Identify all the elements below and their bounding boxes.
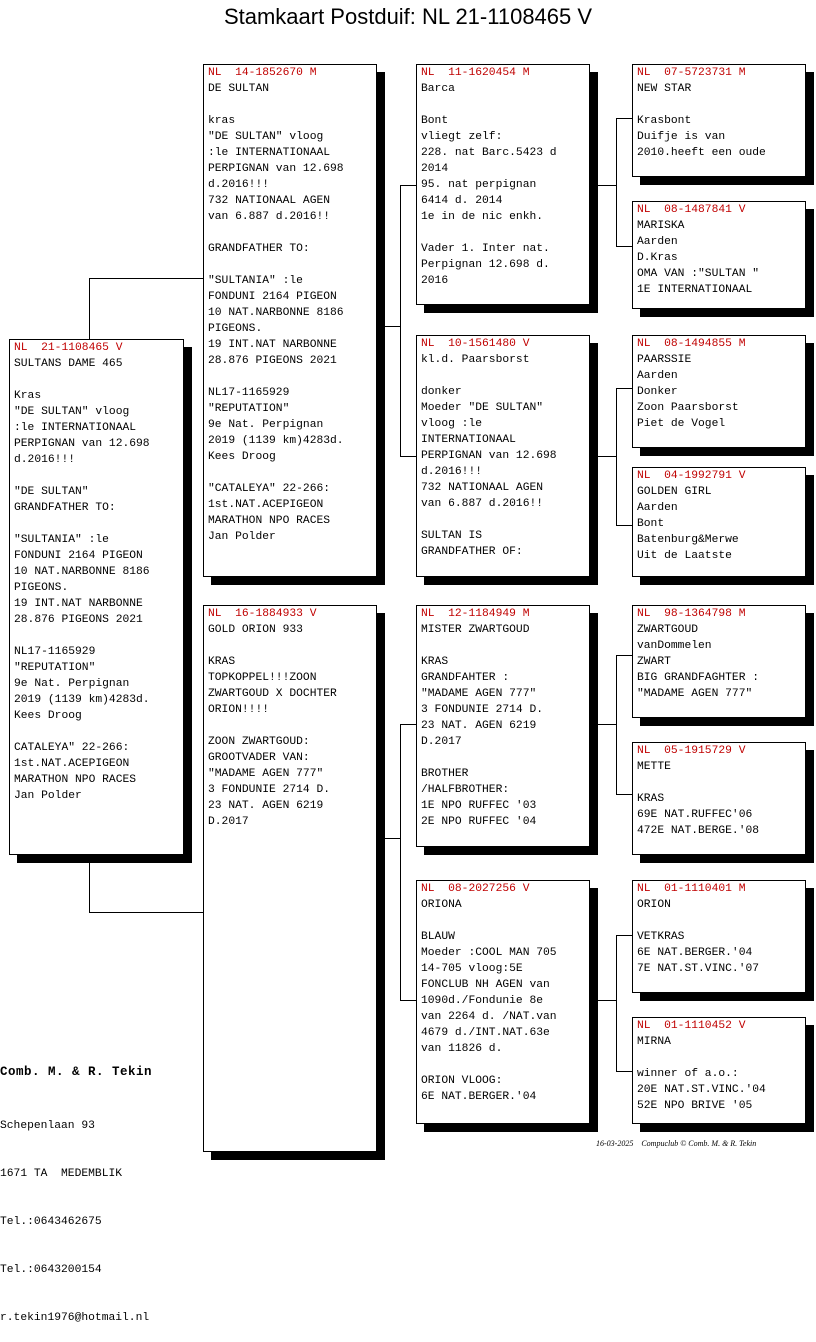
- connector: [400, 185, 417, 186]
- pigeon-notes: Barca Bont vliegt zelf: 228. nat Barc.54…: [421, 83, 557, 287]
- fff-card: NL 07-5723731 M NEW STAR Krasbont Duifje…: [632, 64, 806, 177]
- pigeon-notes: NEW STAR Krasbont Duifje is van 2010.hee…: [637, 83, 766, 159]
- connector: [616, 388, 617, 525]
- connector: [400, 724, 417, 725]
- connector: [616, 525, 633, 526]
- connector: [89, 855, 90, 913]
- footer-credit: 16-03-2025 Compuclub © Comb. M. & R. Tek…: [596, 1139, 757, 1148]
- connector: [616, 118, 617, 246]
- connector: [400, 185, 401, 456]
- owner-phone-2: Tel.:0643200154: [0, 1264, 102, 1276]
- connector: [400, 724, 401, 1000]
- connector: [616, 246, 633, 247]
- pigeon-notes: DE SULTAN kras "DE SULTAN" vloog :le INT…: [208, 83, 344, 543]
- ffm-card: NL 08-1487841 V MARISKA Aarden D.Kras OM…: [632, 201, 806, 309]
- ring-number: NL 01-1110452 V: [637, 1020, 746, 1032]
- pigeon-notes: ORIONA BLAUW Moeder :COOL MAN 705 14-705…: [421, 899, 557, 1103]
- owner-city: 1671 TA MEDEMBLIK: [0, 1168, 123, 1180]
- page-title: Stamkaart Postduif: NL 21-1108465 V: [223, 4, 593, 29]
- ring-number: NL 10-1561480 V: [421, 338, 530, 350]
- connector: [616, 794, 633, 795]
- pigeon-notes: kl.d. Paarsborst donker Moeder "DE SULTA…: [421, 354, 557, 558]
- owner-info: Comb. M. & R. Tekin Schepenlaan 93 1671 …: [0, 1032, 152, 1342]
- pigeon-notes: MARISKA Aarden D.Kras OMA VAN :"SULTAN "…: [637, 220, 760, 296]
- connector: [616, 655, 633, 656]
- pigeon-notes: METTE KRAS 69E NAT.RUFFEC'06 472E NAT.BE…: [637, 761, 760, 837]
- connector: [596, 724, 616, 725]
- mother-card: NL 16-1884933 V GOLD ORION 933 KRAS TOPK…: [203, 605, 377, 1152]
- mother-mother-card: NL 08-2027256 V ORIONA BLAUW Moeder :COO…: [416, 880, 590, 1124]
- subject-pigeon-card: NL 21-1108465 V SULTANS DAME 465 Kras "D…: [9, 339, 184, 855]
- father-card: NL 14-1852670 M DE SULTAN kras "DE SULTA…: [203, 64, 377, 577]
- ring-number: NL 98-1364798 M: [637, 608, 746, 620]
- pigeon-notes: MIRNA winner of a.o.: 20E NAT.ST.VINC.'0…: [637, 1036, 766, 1112]
- connector: [596, 1000, 616, 1001]
- ring-number: NL 05-1915729 V: [637, 745, 746, 757]
- connector: [616, 935, 617, 1071]
- mmf-card: NL 01-1110401 M ORION VETKRAS 6E NAT.BER…: [632, 880, 806, 993]
- ring-number: NL 21-1108465 V: [14, 342, 123, 354]
- connector: [383, 326, 400, 327]
- connector: [400, 456, 417, 457]
- fmf-card: NL 08-1494855 M PAARSSIE Aarden Donker Z…: [632, 335, 806, 448]
- connector: [383, 838, 400, 839]
- owner-email: r.tekin1976@hotmail.nl: [0, 1312, 150, 1324]
- connector: [400, 1000, 417, 1001]
- ring-number: NL 11-1620454 M: [421, 67, 530, 79]
- ring-number: NL 16-1884933 V: [208, 608, 317, 620]
- connector: [89, 278, 90, 340]
- ring-number: NL 14-1852670 M: [208, 67, 317, 79]
- father-father-card: NL 11-1620454 M Barca Bont vliegt zelf: …: [416, 64, 590, 305]
- connector: [596, 185, 616, 186]
- fmm-card: NL 04-1992791 V GOLDEN GIRL Aarden Bont …: [632, 467, 806, 577]
- connector: [616, 118, 633, 119]
- ring-number: NL 07-5723731 M: [637, 67, 746, 79]
- connector: [616, 935, 633, 936]
- connector: [89, 278, 204, 279]
- connector: [596, 456, 616, 457]
- owner-name: Comb. M. & R. Tekin: [0, 1065, 153, 1079]
- ring-number: NL 04-1992791 V: [637, 470, 746, 482]
- connector: [616, 655, 617, 794]
- ring-number: NL 01-1110401 M: [637, 883, 746, 895]
- pigeon-notes: SULTANS DAME 465 Kras "DE SULTAN" vloog …: [14, 358, 150, 802]
- mff-card: NL 98-1364798 M ZWARTGOUD vanDommelen ZW…: [632, 605, 806, 718]
- owner-phone-1: Tel.:0643462675: [0, 1216, 102, 1228]
- ring-number: NL 08-1487841 V: [637, 204, 746, 216]
- pigeon-notes: GOLD ORION 933 KRAS TOPKOPPEL!!!ZOON ZWA…: [208, 624, 337, 828]
- connector: [616, 388, 633, 389]
- pigeon-notes: ORION VETKRAS 6E NAT.BERGER.'04 7E NAT.S…: [637, 899, 760, 975]
- ring-number: NL 08-2027256 V: [421, 883, 530, 895]
- connector: [89, 912, 204, 913]
- mmm-card: NL 01-1110452 V MIRNA winner of a.o.: 20…: [632, 1017, 806, 1124]
- connector: [616, 1071, 633, 1072]
- father-mother-card: NL 10-1561480 V kl.d. Paarsborst donker …: [416, 335, 590, 577]
- ring-number: NL 08-1494855 M: [637, 338, 746, 350]
- owner-address: Schepenlaan 93: [0, 1120, 95, 1132]
- ring-number: NL 12-1184949 M: [421, 608, 530, 620]
- mother-father-card: NL 12-1184949 M MISTER ZWARTGOUD KRAS GR…: [416, 605, 590, 847]
- pigeon-notes: GOLDEN GIRL Aarden Bont Batenburg&Merwe …: [637, 486, 739, 562]
- mfm-card: NL 05-1915729 V METTE KRAS 69E NAT.RUFFE…: [632, 742, 806, 855]
- pigeon-notes: PAARSSIE Aarden Donker Zoon Paarsborst P…: [637, 354, 739, 430]
- pigeon-notes: ZWARTGOUD vanDommelen ZWART BIG GRANDFAG…: [637, 624, 760, 700]
- pigeon-notes: MISTER ZWARTGOUD KRAS GRANDFAHTER : "MAD…: [421, 624, 544, 828]
